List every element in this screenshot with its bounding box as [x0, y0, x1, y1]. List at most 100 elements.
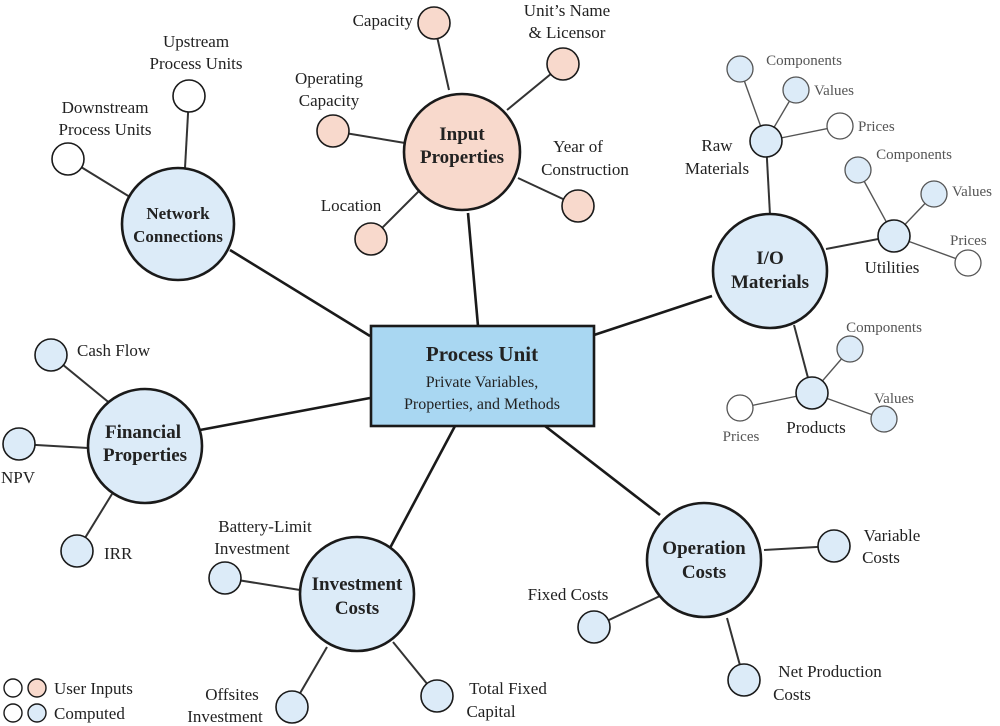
raw-values-node	[782, 76, 810, 104]
raw-values-label: Values	[814, 83, 854, 99]
financial-properties-branch: Financial Properties Cash Flow NPV IRR	[1, 338, 204, 568]
year-label-2: Construction	[541, 160, 629, 179]
upstream-node	[172, 79, 206, 113]
util-components-node	[844, 156, 872, 184]
io-materials-hub	[711, 212, 829, 330]
operation-costs-hub	[645, 501, 763, 619]
location-node	[354, 222, 388, 256]
battery-limit-label-1: Battery-Limit	[218, 517, 312, 536]
cash-flow-label: Cash Flow	[77, 341, 151, 360]
edge-network	[229, 248, 371, 338]
input-properties-title-2: Properties	[420, 147, 504, 168]
network-connections-hub	[120, 166, 236, 282]
unit-name-label-1: Unit’s Name	[524, 1, 610, 20]
io-title-1: I/O	[756, 248, 783, 269]
util-values-node	[920, 180, 948, 208]
legend-user-input-swatch	[27, 678, 47, 698]
utilities-node	[877, 219, 911, 253]
input-properties-hub	[402, 92, 522, 212]
products-label: Products	[786, 418, 846, 437]
upstream-label-2: Process Units	[149, 54, 242, 73]
util-components-label: Components	[876, 147, 952, 163]
total-fixed-label-2: Capital	[466, 702, 515, 721]
process-unit-box	[369, 324, 596, 428]
raw-prices-node	[826, 112, 854, 140]
net-production-label-2: Costs	[773, 685, 811, 704]
year-node	[561, 189, 595, 223]
network-title-1: Network	[146, 204, 210, 223]
legend: User Inputs Computed	[3, 678, 133, 723]
prod-prices-node	[726, 394, 754, 422]
input-properties-branch: Input Properties Capacity Unit’s Name & …	[295, 1, 629, 256]
raw-prices-label: Prices	[858, 119, 895, 135]
process-unit-title: Process Unit	[426, 342, 538, 366]
year-label-1: Year of	[553, 137, 603, 156]
investment-costs-branch: Investment Costs Battery-Limit Investmen…	[187, 517, 547, 726]
legend-user-inputs-label: User Inputs	[54, 679, 133, 698]
network-title-2: Connections	[133, 227, 223, 246]
raw-components-node	[726, 55, 754, 83]
financial-properties-hub	[86, 387, 204, 505]
operation-title-2: Costs	[682, 562, 726, 583]
npv-node	[2, 427, 36, 461]
util-values-label: Values	[952, 184, 992, 200]
utilities-label: Utilities	[865, 258, 920, 277]
edge-input	[466, 212, 480, 327]
edge-financial	[199, 396, 371, 432]
variable-costs-label-2: Costs	[862, 548, 900, 567]
edge-io	[593, 294, 713, 337]
unit-name-node	[546, 47, 580, 81]
raw-components-label: Components	[766, 53, 842, 69]
main-edges	[199, 212, 713, 549]
npv-label: NPV	[1, 468, 36, 487]
cash-flow-node	[34, 338, 68, 372]
capacity-node	[417, 6, 451, 40]
process-unit-subtitle-2: Properties, and Methods	[404, 396, 560, 413]
process-unit-subtitle-1: Private Variables,	[426, 374, 539, 391]
downstream-node	[51, 142, 85, 176]
util-prices-label: Prices	[950, 233, 987, 249]
edge-operation	[544, 424, 661, 517]
investment-costs-hub	[298, 535, 416, 653]
investment-title-2: Costs	[335, 598, 379, 619]
legend-computed-empty-swatch	[3, 703, 23, 723]
total-fixed-node	[420, 679, 454, 713]
irr-label: IRR	[104, 544, 133, 563]
unit-name-label-2: & Licensor	[529, 23, 606, 42]
variable-costs-node	[817, 529, 851, 563]
prod-components-node	[836, 335, 864, 363]
operating-capacity-label-1: Operating	[295, 69, 363, 88]
io-materials-branch: I/O Materials Raw Materials Utilities Pr…	[685, 53, 992, 445]
prod-values-node	[870, 405, 898, 433]
process-unit: Process Unit Private Variables, Properti…	[369, 324, 596, 428]
net-production-label-1: Net Production	[778, 662, 882, 681]
location-label: Location	[321, 196, 382, 215]
battery-limit-label-2: Investment	[214, 539, 290, 558]
legend-computed-swatch	[27, 703, 47, 723]
legend-user-input-empty-swatch	[3, 678, 23, 698]
offsites-label-2: Investment	[187, 707, 263, 726]
prod-components-label: Components	[846, 320, 922, 336]
offsites-label-1: Offsites	[205, 685, 259, 704]
financial-title-1: Financial	[105, 422, 181, 443]
operating-capacity-node	[316, 114, 350, 148]
raw-materials-label-1: Raw	[701, 136, 733, 155]
network-connections-branch: Network Connections Upstream Process Uni…	[51, 32, 243, 282]
battery-limit-node	[208, 561, 242, 595]
investment-title-1: Investment	[312, 574, 403, 595]
total-fixed-label-1: Total Fixed	[469, 679, 547, 698]
input-properties-title-1: Input	[439, 124, 485, 145]
prod-values-label: Values	[874, 391, 914, 407]
offsites-node	[275, 690, 309, 724]
net-production-node	[727, 663, 761, 697]
irr-node	[60, 534, 94, 568]
financial-title-2: Properties	[103, 445, 187, 466]
fixed-costs-node	[577, 610, 611, 644]
util-prices-node	[954, 249, 982, 277]
products-node	[795, 376, 829, 410]
operation-title-1: Operation	[662, 538, 746, 559]
fixed-costs-label: Fixed Costs	[528, 585, 609, 604]
legend-computed-label: Computed	[54, 704, 125, 723]
downstream-label-1: Downstream	[62, 98, 149, 117]
